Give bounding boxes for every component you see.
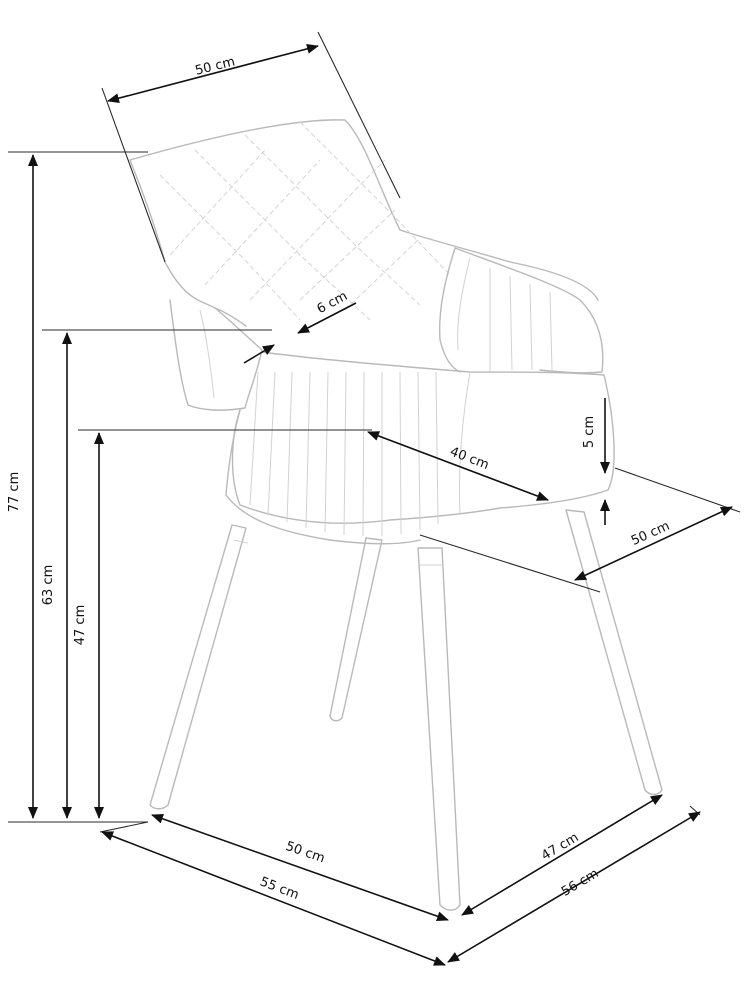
dim-total-height: 77 cm [7, 154, 38, 819]
dim-back-width: 50 cm [101, 31, 401, 263]
leg-back-center [329, 537, 383, 722]
dim-overall-depth: 56 cm [447, 805, 701, 963]
label-seat-thickness: 5 cm [582, 416, 597, 448]
dim-seat-width: 50 cm [419, 467, 741, 593]
label-overall-depth: 56 cm [559, 866, 601, 900]
dim-seat-thickness: 5 cm [582, 398, 610, 525]
backrest-outline [129, 119, 599, 301]
left-armrest [164, 261, 263, 411]
label-seat-depth: 40 cm [448, 444, 491, 473]
backrest-quilting [159, 121, 451, 321]
dim-base-width: 50 cm [151, 813, 449, 922]
chair-drawing [129, 119, 663, 911]
chair-legs [149, 509, 663, 911]
label-total-height: 77 cm [7, 472, 22, 513]
leg-front-left [149, 524, 247, 810]
label-armrest-height: 63 cm [41, 565, 56, 606]
leg-back-right [565, 509, 663, 796]
label-base-width: 50 cm [284, 839, 327, 866]
label-overall-width: 55 cm [258, 874, 301, 903]
label-seat-height: 47 cm [73, 605, 88, 646]
label-back-width: 50 cm [194, 54, 237, 78]
right-armrest [454, 247, 604, 374]
dim-overall-width: 55 cm [99, 821, 446, 966]
shell-ribs [249, 371, 439, 537]
dim-seat-height: 47 cm [73, 432, 104, 819]
dim-seat-depth: 40 cm [367, 431, 549, 501]
dim-armrest-height: 63 cm [41, 332, 72, 819]
leg-front-center [417, 547, 461, 911]
dim-base-depth: 47 cm [461, 794, 663, 916]
label-armrest-width: 6 cm [315, 289, 350, 317]
